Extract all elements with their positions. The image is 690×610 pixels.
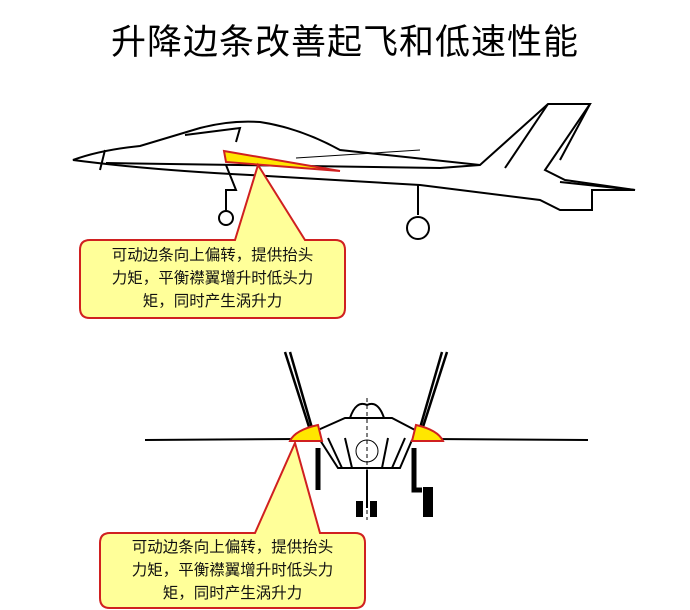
aircraft-front-view <box>144 351 589 520</box>
movable-lex-front-left <box>288 423 324 442</box>
movable-lex-side <box>222 149 341 172</box>
callout-text-top: 可动边条向上偏转，提供抬头 力矩，平衡襟翼增升时低头力 矩，同时产生涡升力 <box>80 244 345 313</box>
callout-line: 力矩，平衡襟翼增升时低头力 <box>131 561 334 579</box>
callout-line: 矩，同时产生涡升力 <box>142 292 283 310</box>
callout-bubble-bottom <box>99 440 366 609</box>
callout-line: 矩，同时产生涡升力 <box>162 584 303 602</box>
callout-text-bottom: 可动边条向上偏转，提供抬头 力矩，平衡襟翼增升时低头力 矩，同时产生涡升力 <box>100 536 365 605</box>
callout-bubble-top <box>79 162 346 319</box>
movable-lex-front-right <box>410 423 445 442</box>
callout-line: 力矩，平衡襟翼增升时低头力 <box>111 269 314 287</box>
callout-line: 可动边条向上偏转，提供抬头 <box>111 246 314 264</box>
aircraft-side-view <box>72 103 636 240</box>
callout-line: 可动边条向上偏转，提供抬头 <box>131 538 334 556</box>
diagram-title: 升降边条改善起飞和低速性能 <box>110 23 579 63</box>
